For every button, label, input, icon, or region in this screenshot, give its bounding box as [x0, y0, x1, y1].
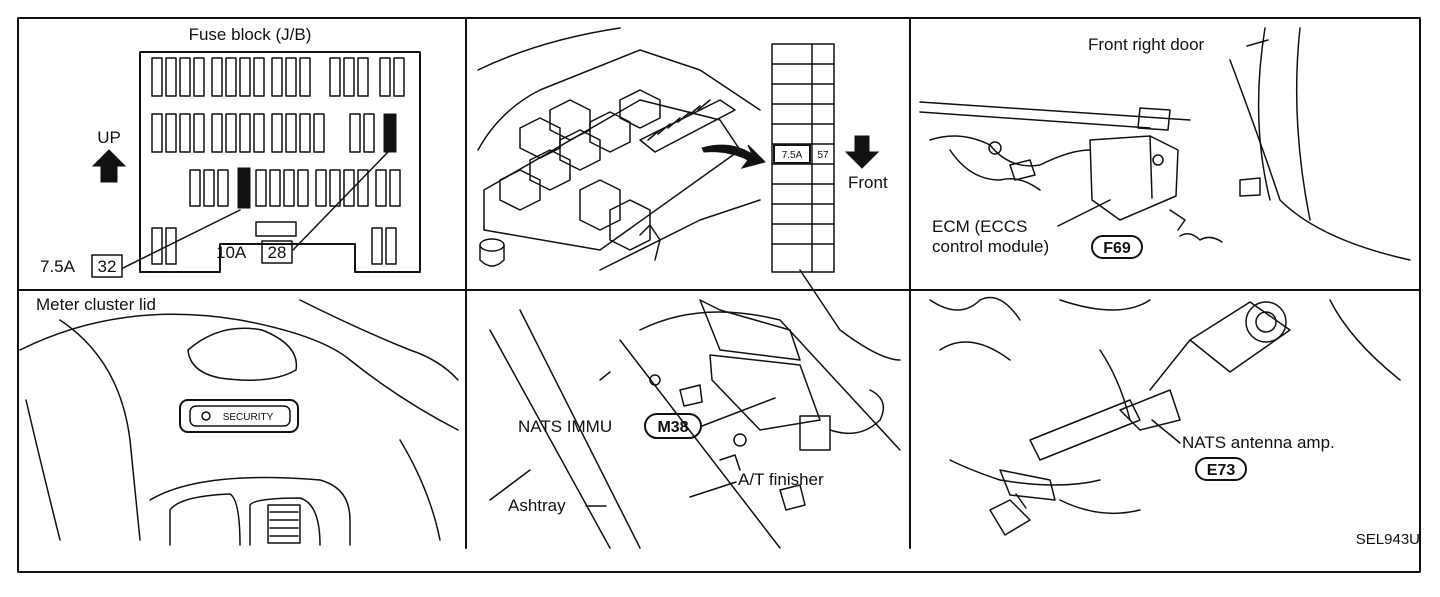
fuse-strip [771, 43, 835, 273]
fuse-slots [151, 57, 405, 265]
fuse-28-number: 28 [268, 243, 287, 262]
dashboard-illustration [19, 299, 459, 546]
fuse-28-number-box [261, 240, 293, 264]
ecm-panel: Front right door ECM (ECCS control modul… [919, 27, 1411, 261]
fuse-28-rating: 10A [216, 243, 247, 262]
engine-bay-panel: 7.5A 57 Front [477, 27, 888, 273]
fuse-32-leader [122, 209, 241, 269]
figure-code: SEL943U [1356, 531, 1420, 548]
nats-antenna-label: NATS antenna amp. [1182, 433, 1335, 452]
front-arrow-icon [844, 135, 880, 169]
m38-leader [701, 397, 776, 427]
fuse-32-number-box [91, 254, 123, 278]
f69-connector-badge [1091, 235, 1143, 259]
security-indicator-label: SECURITY [223, 412, 274, 423]
ecm-illustration [919, 27, 1411, 261]
panel-frame [17, 17, 1421, 573]
antenna-panel: NATS antenna amp. E73 [929, 296, 1401, 536]
fuse-32-rating: 7.5A [40, 257, 76, 276]
up-label: UP [97, 128, 121, 147]
fuse-57-rating: 7.5A [782, 150, 803, 161]
finisher-leader [689, 481, 737, 498]
fuse-block-title: Fuse block (J/B) [189, 25, 312, 44]
fuse-32-number: 32 [98, 257, 117, 276]
fuse-32-highlight [237, 167, 251, 209]
security-indicator-lens [189, 405, 291, 427]
m38-connector-label: M38 [657, 419, 688, 436]
front-direction-label: Front [848, 173, 888, 192]
nats-immu-panel: NATS IMMU M38 A/T finisher Ashtray [489, 269, 901, 549]
security-indicator-bezel [179, 399, 299, 433]
ecm-label-line2: control module) [932, 237, 1049, 256]
ecm-leader [1057, 199, 1111, 227]
relay-box-illustration [477, 27, 761, 271]
f69-connector-label: F69 [1103, 240, 1131, 257]
console-illustration [489, 269, 901, 549]
fuse-57-cell [773, 144, 811, 164]
fuse-57-number: 57 [817, 150, 829, 161]
fuse-28-leader [292, 151, 389, 251]
ashtray-label: Ashtray [508, 496, 566, 515]
fuse-block-outline [139, 51, 421, 273]
e73-connector-badge [1195, 457, 1247, 481]
ignition-illustration [929, 296, 1401, 536]
meter-cluster-panel: Meter cluster lid SECURITY [19, 295, 459, 546]
e73-connector-label: E73 [1207, 462, 1236, 479]
security-led-icon [201, 411, 211, 421]
front-right-door-label: Front right door [1088, 35, 1205, 54]
meter-cluster-title: Meter cluster lid [36, 295, 156, 314]
nats-immu-label: NATS IMMU [518, 417, 612, 436]
ecm-label-line1: ECM (ECCS [932, 217, 1027, 236]
immu-leader [489, 469, 531, 501]
at-finisher-label: A/T finisher [738, 470, 824, 489]
m38-connector-badge [644, 413, 702, 439]
antenna-leader [1151, 419, 1181, 444]
fuse-block-panel: Fuse block (J/B) [40, 25, 421, 278]
door-leader [1246, 39, 1269, 47]
up-arrow-icon [91, 149, 127, 183]
pointer-arrow-icon [701, 144, 766, 169]
fuse-28-highlight [383, 113, 397, 153]
